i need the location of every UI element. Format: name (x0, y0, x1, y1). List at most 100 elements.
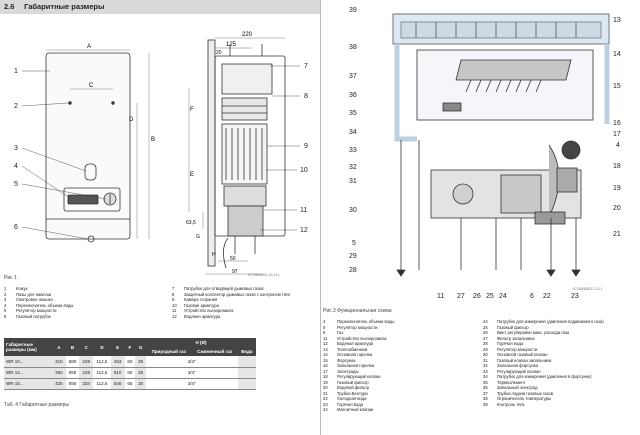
diagram-callouts-bottom: 11 27 26 25 24 6 22 23 (437, 293, 579, 300)
callout-27: 27 (457, 293, 465, 300)
callouts-right: 7 8 9 10 11 12 (300, 63, 308, 234)
heat-exchanger (392, 13, 610, 45)
dim-220: 220 (242, 32, 253, 38)
callout-5b: 5 (352, 240, 356, 247)
callout-24: 24 (499, 293, 507, 300)
callout-13: 13 (613, 17, 621, 24)
callout-14: 14 (613, 51, 621, 58)
fig2-code: 6720606802-2.1J1 (573, 287, 602, 291)
callout-39: 39 (349, 7, 357, 14)
table-header-row: Габаритные размеры (мм) A B C D E F G H … (4, 338, 256, 356)
dim-125: 125 (226, 42, 237, 48)
callout-1: 1 (14, 68, 18, 75)
side-view (207, 39, 286, 269)
header-natural-gas: Природный газ (145, 347, 192, 356)
callout-37: 37 (349, 73, 357, 80)
callout-11: 11 (300, 207, 307, 214)
header-dims: Габаритные размеры (мм) (4, 338, 52, 356)
callout-16: 16 (613, 120, 621, 127)
dim-b: B (151, 137, 155, 143)
dim-a: A (87, 44, 91, 50)
dim-g: G (196, 234, 200, 240)
callout-21: 21 (613, 231, 621, 238)
fig1-caption: Рис 1 (4, 275, 17, 281)
callout-26: 26 (473, 293, 481, 300)
callout-23: 23 (571, 293, 579, 300)
diagram-callouts-right: 13 14 15 16 17 4 18 19 20 21 (613, 17, 621, 238)
outlets (396, 140, 581, 277)
header-water: Вода (237, 347, 256, 356)
callout-38: 38 (349, 44, 357, 51)
section-number: 2.6 (4, 2, 15, 11)
header-d: D (93, 338, 111, 356)
callout-18: 18 (613, 163, 621, 170)
dim-d: D (129, 117, 134, 123)
fig1-code: 6720606802-16.1J1 (248, 273, 279, 277)
table-header-row: Природный газ Сжиженный газ Вода (4, 347, 256, 356)
dim-f: F (190, 107, 194, 113)
header-a: A (52, 338, 66, 356)
callout-32: 32 (349, 164, 357, 171)
dim-20: 20 (216, 50, 222, 56)
callout-25: 25 (486, 293, 494, 300)
header-h: H (Ø) (145, 338, 256, 347)
callout-28: 28 (349, 267, 357, 274)
callout-36: 36 (349, 92, 357, 99)
callout-29: 29 (349, 253, 357, 260)
callout-8: 8 (304, 93, 308, 100)
callout-19: 19 (613, 185, 621, 192)
callout-11b: 11 (437, 293, 444, 300)
callout-33: 33 (349, 147, 357, 154)
burner-chamber (416, 49, 594, 121)
dim-h: H (212, 252, 216, 258)
callout-22: 22 (543, 293, 551, 300)
diagram-callouts-left: 39 38 37 36 35 34 33 32 31 30 5 29 28 (349, 7, 357, 274)
callout-17: 17 (613, 131, 621, 138)
callout-3: 3 (14, 145, 18, 152)
header-e: E (110, 338, 125, 356)
front-view (45, 52, 131, 243)
callout-15: 15 (613, 83, 621, 90)
callout-7: 7 (304, 63, 308, 70)
callout-9: 9 (304, 143, 308, 150)
table-caption: Таб. 4 Габаритные размеры (4, 402, 69, 408)
callout-31: 31 (349, 178, 357, 185)
callout-10: 10 (300, 167, 308, 174)
dim-c: C (89, 83, 94, 89)
dim-50: 50 (230, 256, 236, 262)
callouts-left: 1 2 3 4 5 6 (14, 68, 18, 231)
callout-30: 30 (349, 207, 357, 214)
callout-5: 5 (14, 181, 18, 188)
